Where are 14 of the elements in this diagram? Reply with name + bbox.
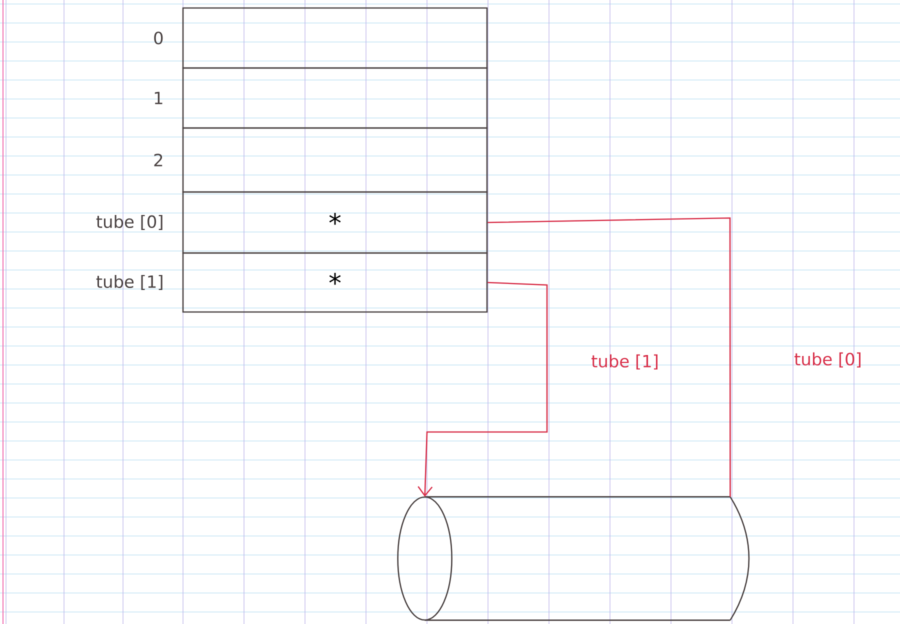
arrow: [418, 282, 548, 497]
row-label: 2: [154, 154, 162, 166]
edge-label: tube [1]: [592, 354, 658, 370]
table-row: *: [182, 252, 488, 313]
row-label: tube [0]: [96, 214, 162, 230]
row-label: tube [1]: [96, 274, 162, 290]
table-row: *: [182, 191, 488, 254]
edge-label: tube [0]: [794, 352, 860, 368]
row-label: 0: [154, 32, 163, 44]
row-label: 1: [154, 92, 162, 104]
pipe-cylinder: [397, 496, 750, 621]
table-row: [182, 7, 488, 69]
table-row: [182, 67, 488, 129]
table-row: [182, 127, 488, 193]
